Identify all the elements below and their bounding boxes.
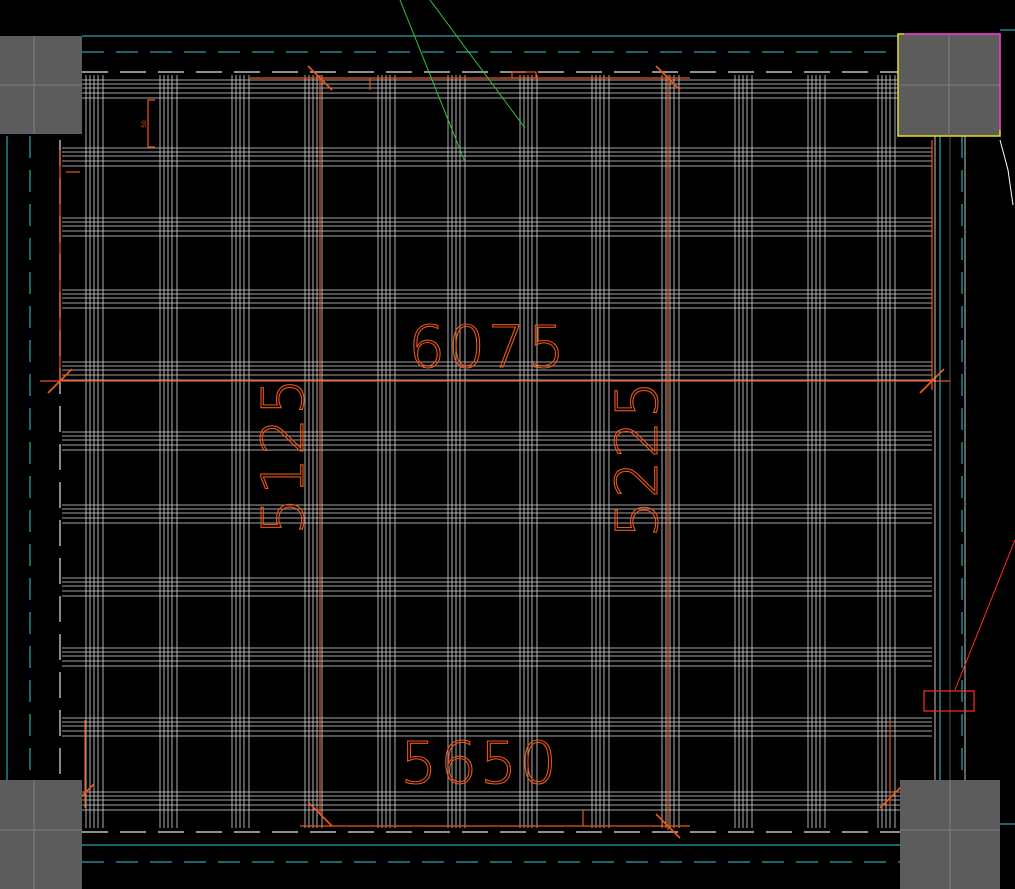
slab-boundary-lines: [59, 71, 900, 833]
column-bottom-left[interactable]: [0, 780, 82, 889]
small-dim-bracket: [147, 99, 155, 148]
slash-tick-icon: [655, 65, 681, 91]
leader-line-green: [399, 0, 466, 163]
square-column-icon: [0, 780, 82, 889]
column-top-left[interactable]: [0, 36, 82, 134]
selection-outline-magenta: [904, 33, 1001, 130]
rebar-grid: [62, 75, 932, 828]
right-wall-lines: [934, 136, 966, 780]
dim-text-right-height[interactable]: 5225: [602, 378, 671, 539]
leaders: [399, 0, 1015, 712]
dimension-geometry: [40, 71, 950, 830]
columns: [0, 33, 1001, 889]
small-dim-text: 50: [141, 120, 148, 128]
column-bottom-right[interactable]: [900, 780, 1000, 889]
column-top-right[interactable]: [897, 33, 1001, 137]
dimension-ticks: [47, 65, 945, 839]
marker-box-red[interactable]: [923, 690, 975, 712]
leader-line-red: [954, 539, 1015, 691]
slash-tick-icon: [307, 65, 333, 91]
slash-tick-icon: [919, 368, 945, 394]
axis-lines: [6, 29, 1015, 863]
slash-tick-icon: [655, 813, 681, 839]
dim-text-top-width[interactable]: 6075: [408, 312, 568, 381]
slash-tick-icon: [307, 801, 333, 827]
dim-marker-box-top: [511, 71, 537, 79]
leader-line-green: [429, 0, 526, 129]
slash-tick-icon: [47, 368, 73, 394]
leader-line-white: [999, 139, 1014, 206]
dim-text-left-height[interactable]: 5125: [248, 375, 317, 536]
dim-text-bottom-width[interactable]: 5650: [400, 728, 560, 797]
